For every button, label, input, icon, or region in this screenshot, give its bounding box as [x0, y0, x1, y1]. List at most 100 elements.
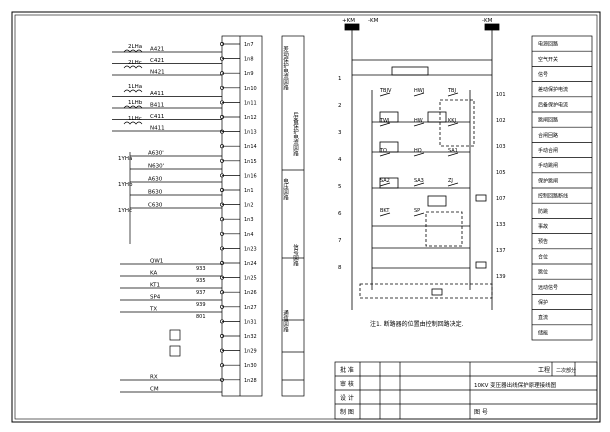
- wire-number: 933: [196, 266, 206, 272]
- function-label: 通信回路: [282, 309, 289, 334]
- legend-item: 远动信号: [538, 284, 558, 291]
- voltage-net-label: A630: [148, 177, 163, 183]
- wire-number: 939: [196, 302, 206, 308]
- legend-item: 信号: [538, 71, 548, 78]
- terminal-id: 1n26: [244, 290, 257, 296]
- current-net-label: N411: [150, 126, 165, 132]
- wire-number: 935: [196, 278, 206, 284]
- function-label: 电压回路: [282, 177, 289, 202]
- switch-label: TX: [149, 307, 157, 313]
- bus-label: -KM: [482, 18, 493, 24]
- voltage-net-label: C630: [148, 203, 163, 209]
- terminal-id: 1n1: [244, 188, 254, 194]
- title-block: [334, 361, 598, 420]
- ct-label: 1LHc: [128, 116, 142, 122]
- legend-item: 储能: [538, 329, 548, 336]
- relay-contact-icon: [379, 182, 391, 187]
- right-wire-number: 103: [496, 144, 506, 150]
- current-net-label: B411: [150, 103, 164, 109]
- element-number: 2: [338, 103, 342, 109]
- element-number: 5: [338, 184, 342, 190]
- switch-label: KT1: [150, 283, 160, 289]
- legend-item: 预告: [538, 238, 548, 245]
- switch-label: QW1: [150, 259, 163, 265]
- element-number: 1: [338, 76, 342, 82]
- ct-coil-icon: [123, 65, 143, 69]
- terminal-id: 1n28: [244, 378, 257, 384]
- right-wire-number: 133: [496, 222, 506, 228]
- element-number: 6: [338, 211, 342, 217]
- inner-frame: [14, 14, 598, 420]
- vt-label: 1YHb: [118, 182, 133, 188]
- relay-contact-icon: [379, 212, 391, 217]
- voltage-net-label: N630': [148, 164, 164, 170]
- function-legend-table: [531, 35, 593, 341]
- relay-label: TWJ: [379, 118, 389, 124]
- terminal-id: 1n24: [244, 261, 257, 267]
- relay-label: ZJ: [448, 178, 453, 184]
- right-wire-number: 137: [496, 248, 506, 254]
- legend-item: 手动跳闸: [538, 162, 558, 169]
- terminal-id: 1n16: [244, 173, 257, 179]
- terminal-id: 1n4: [244, 232, 254, 238]
- wire-number: 801: [196, 314, 206, 320]
- relay-contact-icon: [447, 122, 459, 127]
- relay-contact-icon: [379, 122, 391, 127]
- ct-coil-icon: [123, 89, 143, 93]
- legend-item: 后备保护电流: [538, 101, 568, 108]
- circuit-note: 注1. 断路器的位置由控制回路决定.: [370, 320, 464, 328]
- relay-contact-icon: [413, 122, 425, 127]
- meter-box: [169, 345, 181, 357]
- terminal-id: 1n10: [244, 86, 257, 92]
- ct-coil-icon: [123, 121, 143, 125]
- terminal-id: 1n29: [244, 349, 257, 355]
- right-wire-number: 102: [496, 118, 506, 124]
- legend-item: 电源回路: [538, 41, 558, 48]
- relay-label: HQ: [414, 148, 422, 154]
- legend-item: 跳位: [538, 269, 548, 276]
- relay-label: TQ: [379, 148, 387, 154]
- relay-contact-icon: [413, 212, 425, 217]
- switch-label: SP4: [150, 295, 161, 301]
- legend-item: 合闸回路: [538, 132, 558, 139]
- relay-contact-icon: [447, 152, 459, 157]
- switch-label: KA: [150, 271, 158, 277]
- bus-label: +KM: [342, 18, 355, 24]
- outer-frame: [11, 11, 601, 423]
- terminal-id: 1n31: [244, 319, 257, 325]
- vt-label: 1YHa: [118, 156, 132, 162]
- relay-label: BKT: [380, 208, 390, 214]
- voltage-net-label: A630': [148, 151, 164, 157]
- switch-label: RX: [150, 375, 158, 381]
- terminal-id: 1n30: [244, 363, 257, 369]
- terminal-id: 1n3: [244, 217, 254, 223]
- ct-label: 2LHa: [128, 44, 142, 50]
- control-circuit-panel: [344, 23, 500, 310]
- right-wire-number: 107: [496, 196, 506, 202]
- legend-item: 事故: [538, 223, 548, 230]
- switch-label: CM: [150, 387, 159, 393]
- relay-label: KKJ: [448, 118, 456, 124]
- element-number: 7: [338, 238, 342, 244]
- relay-label: SA1: [448, 148, 458, 154]
- title-project: 工程: [538, 366, 550, 374]
- terminal-id: 1n13: [244, 130, 257, 136]
- left-wiring-panel: [112, 35, 305, 397]
- ct-label: 2LHc: [128, 60, 142, 66]
- relay-contact-icon: [413, 92, 425, 97]
- legend-item: 直流: [538, 314, 548, 321]
- right-wire-number: 105: [496, 170, 506, 176]
- relay-label: SP: [414, 208, 420, 214]
- meter-box: [169, 329, 181, 341]
- title-stage: 二次部分: [556, 367, 576, 374]
- current-net-label: N421: [150, 70, 165, 76]
- legend-item: 保护跳闸: [538, 177, 558, 184]
- legend-item: 跳闸回路: [538, 117, 558, 124]
- ct-label: 1LHa: [128, 84, 142, 90]
- bus-label: -KM: [368, 18, 379, 24]
- title-role: 制 图: [340, 408, 354, 416]
- current-net-label: A421: [150, 47, 164, 53]
- legend-item: 保护: [538, 299, 548, 306]
- legend-item: 合位: [538, 253, 548, 260]
- drawing-title: 10KV 变压器出线保护原理接线图: [474, 381, 557, 389]
